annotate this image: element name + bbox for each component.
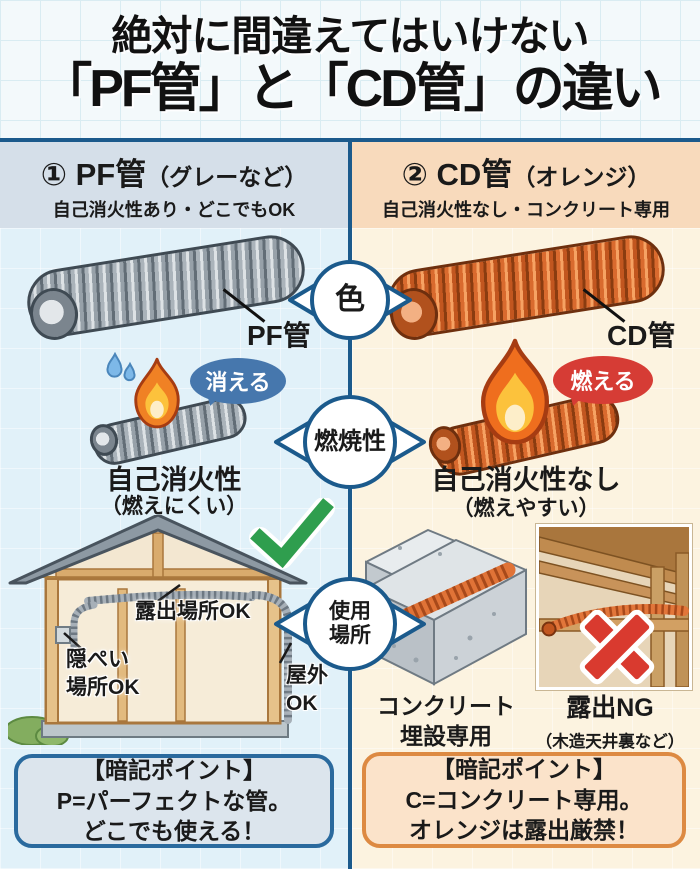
outdoor-ok-line1: 屋外 (286, 664, 328, 687)
check-icon (249, 498, 335, 569)
burn-speech-bubble: 燃える (553, 356, 653, 418)
exposure-ng-subtext: （木造天井裏など） (535, 733, 685, 751)
outdoor-ok-line2: OK (286, 692, 318, 716)
attic-illustration (535, 523, 693, 691)
concealed-ok-label: 隠ぺい 場所OK (66, 646, 140, 703)
vertical-divider (348, 142, 352, 869)
cd-flammability-illustration: 燃える (425, 338, 665, 481)
axis-badge-shape (274, 395, 426, 489)
concealed-ok-line1: 隠ぺい (66, 648, 129, 671)
concealed-ok-line2: 場所OK (66, 676, 140, 700)
axis-badge-shape (274, 577, 426, 671)
burn-badge-label: 燃える (570, 369, 636, 394)
axis-badge-color: 色 (286, 254, 414, 346)
concrete-only-label: コンクリート 埋設専用 (360, 692, 532, 752)
cd-column-header: ② CD管（オレンジ） 自己消火性なし・コンクリート専用 (352, 142, 700, 228)
cd-memo-line2: オレンジは露出厳禁！ (409, 817, 639, 844)
cd-header-main: ② CD管 (401, 156, 513, 192)
pf-header-subtitle: 自己消火性あり・どこでもOK (52, 199, 296, 220)
cd-header-title: ② CD管（オレンジ） (402, 149, 651, 194)
pf-memo-line2: どこでも使える！ (82, 818, 266, 845)
pf-flammability-illustration: 消える (86, 352, 300, 470)
cd-flammability-caption: 自己消火性なし (431, 465, 621, 495)
cd-header-subtitle: 自己消火性なし・コンクリート専用 (382, 199, 670, 220)
pf-column-header: ① PF管（グレーなど） 自己消火性あり・どこでもOK (0, 142, 348, 228)
axis-label-usage-line2: 場所 (329, 624, 371, 647)
axis-label-usage-line1: 使用 (329, 599, 371, 623)
axis-badge-usage: 使用 場所 (272, 572, 428, 676)
water-drops-icon (106, 352, 136, 382)
pf-header-main: ① PF管 (40, 156, 147, 192)
pf-pipe-illustration: PF管 (18, 230, 328, 356)
pf-memo-title: 【暗記ポイント】 (82, 757, 266, 784)
concrete-only-line2: 埋設専用 (400, 722, 492, 749)
x-icon (579, 609, 655, 685)
flame-icon (480, 338, 550, 445)
cd-memo-title: 【暗記ポイント】 (432, 756, 616, 783)
cd-pipe-illustration: CD管 (378, 230, 688, 356)
axis-label-color: 色 (335, 282, 365, 316)
cd-flammability-subcaption: （燃えやすい） (452, 497, 600, 520)
pf-flammability-caption: 自己消火性 (106, 465, 242, 495)
axis-badge-flammability: 燃焼性 (272, 390, 428, 494)
flame-icon (134, 357, 180, 429)
pf-header-paren: （グレーなど） (146, 163, 308, 190)
pf-memo-box: 【暗記ポイント】 P=パーフェクトな管。 どこでも使える！ (14, 754, 334, 848)
extinguish-badge-label: 消える (205, 370, 271, 395)
outdoor-ok-label: 屋外 OK (286, 662, 328, 719)
axis-label-flammability: 燃焼性 (314, 428, 386, 456)
attic-scene (539, 527, 689, 687)
house-illustration (8, 515, 308, 745)
pf-pipe-label: PF管 (247, 320, 311, 351)
extinguish-speech-bubble: 消える (190, 358, 286, 418)
cd-pipe-label: CD管 (607, 320, 676, 351)
exposed-ok-label: 露出場所OK (135, 600, 251, 623)
title-line-1: 絶対に間違えてはいけない (111, 13, 589, 59)
cd-memo-box: 【暗記ポイント】 C=コンクリート専用。 オレンジは露出厳禁！ (362, 752, 686, 848)
pf-header-title: ① PF管（グレーなど） (41, 149, 307, 194)
horizontal-divider (0, 138, 700, 142)
title-line-2: 「PF管」と「CD管」の違い (40, 59, 663, 118)
cd-header-paren: （オレンジ） (512, 163, 651, 190)
poster-title: 絶対に間違えてはいけない 「PF管」と「CD管」の違い (0, 13, 700, 118)
axis-badge-shape (288, 260, 412, 340)
axis-label-usage: 使用 場所 (272, 572, 428, 676)
concrete-only-line1: コンクリート (377, 693, 515, 719)
exposure-ng-text: 露出NG (566, 694, 654, 722)
exposure-ng-label: 露出NG （木造天井裏など） (520, 688, 700, 752)
cd-memo-line1: C=コンクリート専用。 (405, 786, 643, 813)
pf-memo-line1: P=パーフェクトな管。 (56, 787, 292, 814)
pf-flammability-subcaption: （燃えにくい） (100, 495, 248, 518)
